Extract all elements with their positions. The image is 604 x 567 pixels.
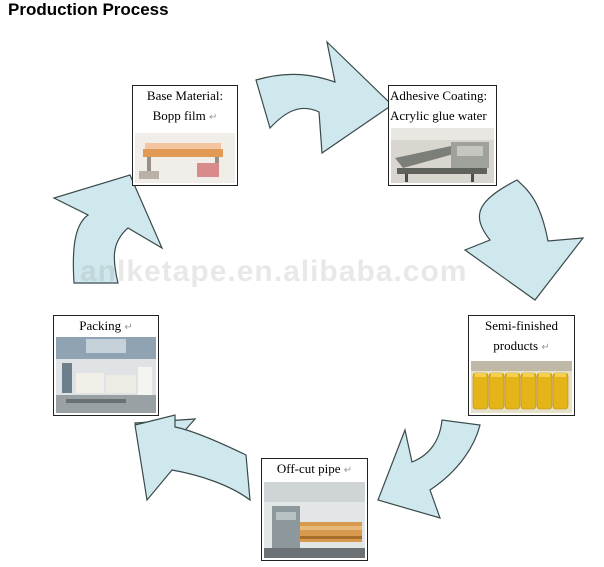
node-label-line1: Off-cut pipe — [276, 461, 341, 476]
base-material-machine-photo — [135, 133, 235, 183]
node-label-line1: Semi-finished — [485, 318, 558, 333]
watermark-text: anlketape.en.alibaba.com — [80, 255, 468, 288]
off-cut-machine-photo — [264, 482, 365, 558]
node-label-line2: Acrylic glue water — [390, 108, 487, 123]
arrow-offcut-to-packing-body — [134, 414, 251, 502]
arrow-semifinished-to-offcut — [377, 419, 481, 519]
node-off-cut-pipe: Off-cut pipe ↵ — [261, 458, 368, 561]
return-mark-icon: ↵ — [541, 342, 550, 353]
arrow-base-to-coating — [255, 40, 393, 155]
node-packing: Packing ↵ — [53, 315, 159, 416]
arrow-coating-to-semifinished — [463, 179, 585, 301]
arrow-packing-to-base — [52, 174, 164, 284]
packing-area-photo — [56, 337, 156, 413]
node-label-line1: Adhesive Coating: — [390, 88, 488, 103]
node-label-line2: Bopp film — [152, 108, 206, 123]
adhesive-coating-machine-photo — [391, 128, 494, 183]
node-base-material: Base Material: Bopp film ↵ — [132, 85, 238, 186]
return-mark-icon: ↵ — [124, 322, 133, 333]
node-semi-finished-products: Semi-finished products ↵ — [468, 315, 575, 416]
return-mark-icon: ↵ — [343, 465, 353, 476]
return-mark-icon: ↵ — [208, 112, 218, 123]
node-label-line1: Base Material: — [146, 88, 224, 103]
tape-rolls-photo — [471, 361, 572, 413]
page-title: Production Process — [8, 0, 169, 19]
node-label-line2: products — [493, 338, 539, 353]
node-label-line1: Packing — [79, 318, 122, 333]
node-adhesive-coating: Adhesive Coating: Acrylic glue water — [388, 85, 497, 186]
